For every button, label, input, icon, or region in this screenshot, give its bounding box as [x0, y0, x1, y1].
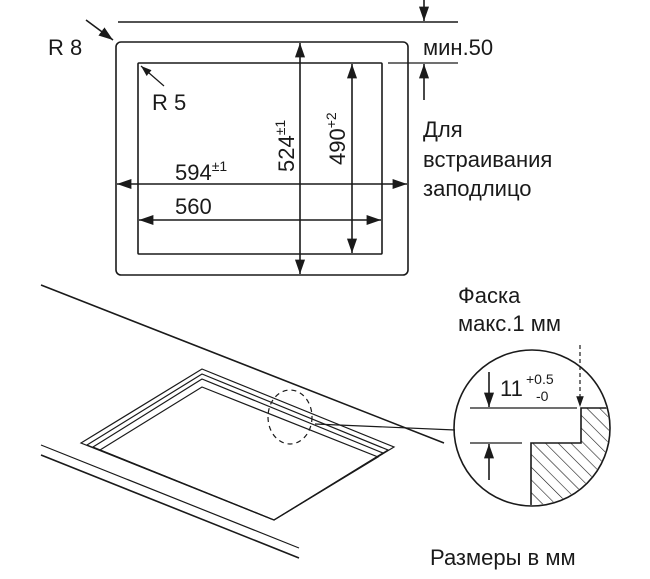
cutout-inner-outline — [98, 386, 380, 521]
detail-view: 11 +0.5 -0 Фаска макс.1 мм — [453, 283, 611, 507]
countertop-back-edge — [40, 284, 445, 444]
chamfer-note-line-1: Фаска — [458, 283, 521, 308]
cutout-step-line-1 — [85, 373, 390, 521]
detail-leader-line — [314, 423, 456, 431]
min-distance-label: мин.50 — [423, 35, 493, 60]
flush-note-line-3: заподлицо — [423, 176, 532, 201]
r5-arrow — [140, 65, 165, 87]
countertop-front-edge-bottom — [40, 454, 300, 559]
countertop-section-hatch — [531, 408, 609, 505]
outer-cutout-rect — [115, 41, 409, 276]
cutout-step-line-2 — [91, 378, 385, 521]
units-note: Размеры в мм — [430, 545, 576, 570]
flush-note-line-2: встраивания — [423, 147, 552, 172]
chamfer-note-line-2: макс.1 мм — [458, 311, 561, 336]
step-profile — [530, 407, 609, 505]
step-depth-lower-tolerance: -0 — [536, 388, 549, 404]
flush-note-line-1: Для — [423, 117, 463, 142]
step-depth-label: 11 — [500, 376, 523, 401]
inner-radius-label: R 5 — [152, 90, 186, 115]
perspective-countertop — [40, 284, 456, 559]
inner-cutout-rect — [137, 62, 383, 255]
step-depth-upper-tolerance: +0.5 — [526, 371, 554, 387]
countertop-front-edge-top — [40, 444, 300, 549]
r8-arrow — [85, 19, 114, 41]
detail-circle — [453, 349, 611, 507]
width-560-label: 560 — [175, 194, 212, 219]
width-594-label: 594±1 — [175, 158, 227, 185]
depth-524-label: 524±1 — [272, 120, 299, 172]
top-view-cutout: R 8 R 5 594±1 560 524±1 490+2 мин.50 Для… — [48, 0, 552, 276]
detail-marker-circle — [267, 389, 313, 445]
depth-490-label: 490+2 — [323, 112, 350, 165]
outer-radius-label: R 8 — [48, 35, 82, 60]
